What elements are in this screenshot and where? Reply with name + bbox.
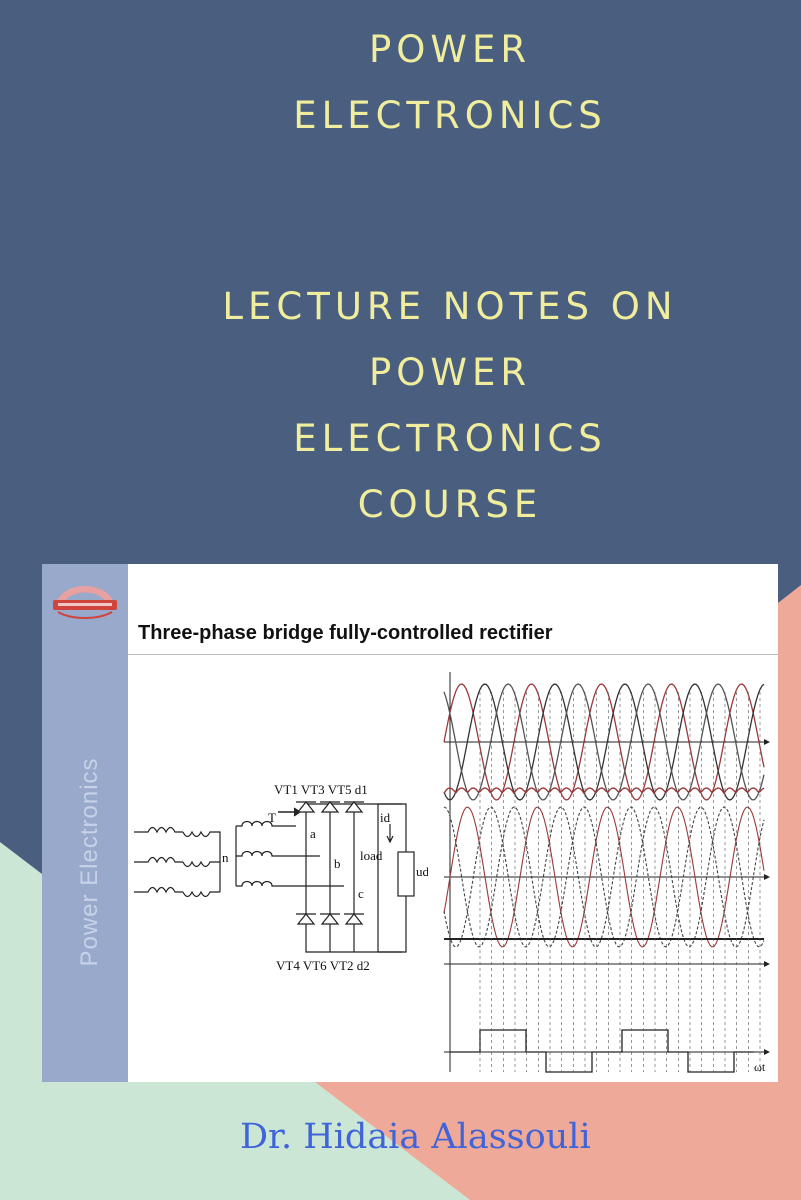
- phase-current-pulse: [450, 1029, 754, 1073]
- circuit-voltage-label: ud: [416, 864, 428, 879]
- cover-subtitle-line: COURSE: [357, 483, 543, 526]
- slide-divider: [128, 654, 778, 655]
- rectifier-waveforms: [443, 672, 770, 1073]
- waveform-time-axis-label: ωt: [754, 1060, 766, 1074]
- line-voltage-wave: [443, 806, 765, 948]
- phase-voltage-wave: [443, 683, 765, 801]
- phase-voltage-wave: [443, 683, 765, 801]
- slide-sidebar: Power Electronics: [42, 564, 128, 1082]
- cover-title: POWER ELECTRONICS: [150, 17, 750, 149]
- waveform-axis-arrow: [764, 1049, 770, 1055]
- circuit-neutral-label: n: [222, 850, 229, 865]
- circuit-node-c-label: c: [358, 886, 364, 901]
- cover-subtitle-line: POWER: [368, 351, 532, 394]
- cover-subtitle-line: ELECTRONICS: [293, 417, 607, 460]
- circuit-load-label: load: [360, 848, 383, 863]
- circuit-transformer-label: T: [268, 810, 276, 825]
- waveform-axis-arrow: [764, 961, 770, 967]
- slide-image: Power Electronics Three-phase bridge ful…: [42, 564, 778, 1082]
- circuit-node-a-label: a: [310, 826, 316, 841]
- circuit-top-devices-label: VT1 VT3 VT5 d1: [274, 782, 368, 797]
- source-coils: [134, 826, 221, 898]
- rectifier-circuit-diagram: VT1 VT3 VT5 d1 VT4 VT6 VT2 d2 T n a b c …: [134, 782, 428, 973]
- cover-subtitle: LECTURE NOTES ON POWER ELECTRONICS COURS…: [150, 274, 750, 538]
- author-name: Dr. Hidaia Alassouli: [240, 1117, 591, 1157]
- cover-title-line: ELECTRONICS: [293, 94, 607, 137]
- slide-logo-icon: [53, 586, 117, 619]
- cover-title-line: POWER: [368, 28, 532, 71]
- waveform-axis-arrow: [764, 874, 770, 880]
- slide-side-label: Power Electronics: [76, 757, 103, 967]
- slide-heading: Three-phase bridge fully-controlled rect…: [138, 622, 553, 644]
- phase-voltage-wave: [443, 683, 765, 801]
- cover-subtitle-line: LECTURE NOTES ON: [222, 285, 678, 328]
- circuit-current-label: id: [380, 810, 391, 825]
- waveform-axis-arrow: [764, 739, 770, 745]
- thyristor-bridge: [296, 801, 415, 953]
- output-voltage-ripple: [443, 787, 765, 795]
- circuit-bottom-devices-label: VT4 VT6 VT2 d2: [276, 958, 370, 973]
- transformer-secondary: [235, 807, 344, 887]
- circuit-node-b-label: b: [334, 856, 341, 871]
